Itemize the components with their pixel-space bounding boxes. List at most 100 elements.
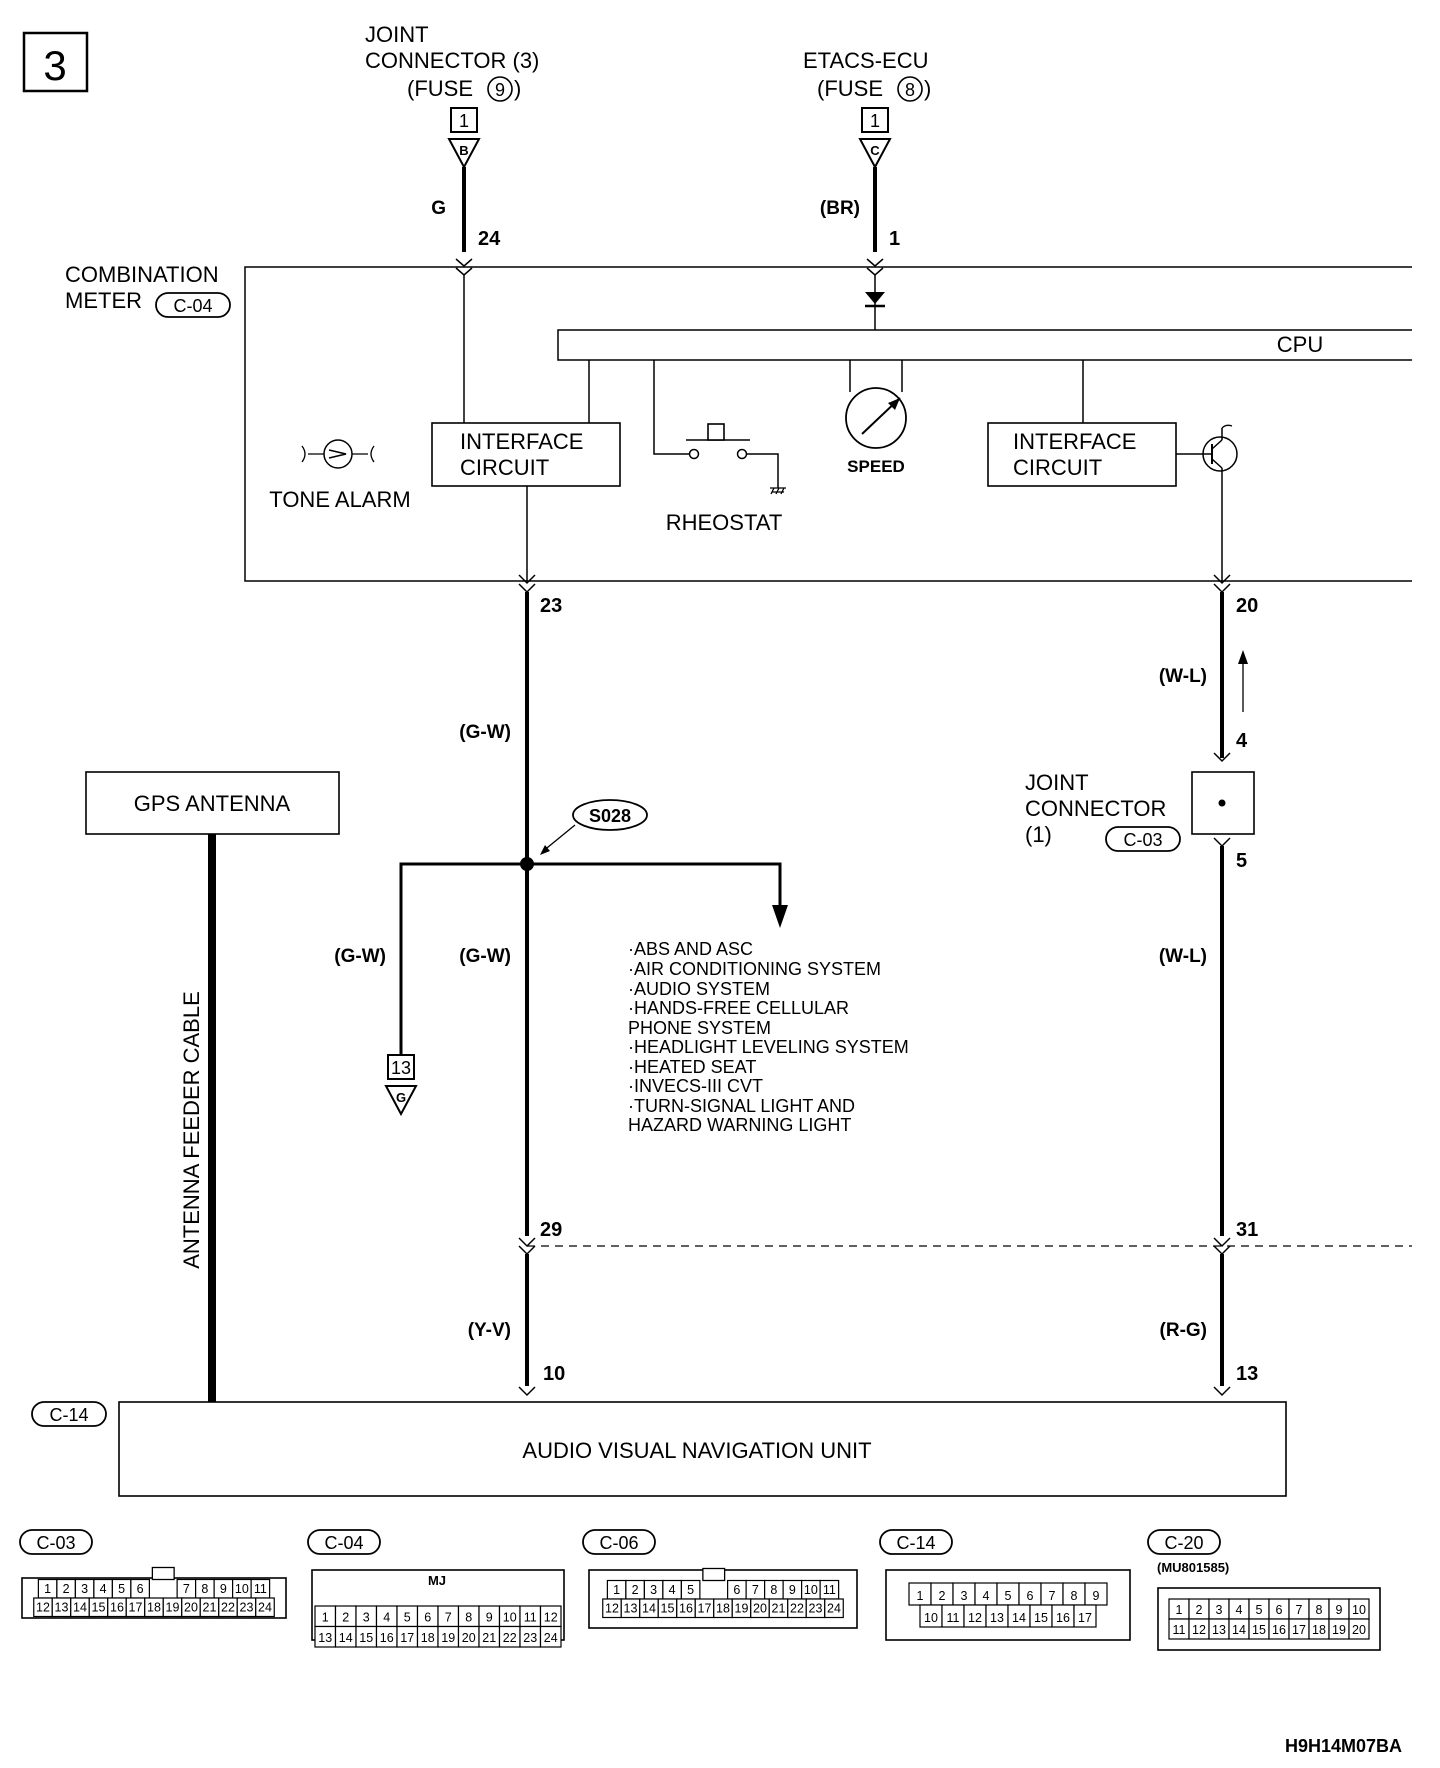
connector-pin-number: 5 xyxy=(404,1611,411,1625)
connector-pin-number: 21 xyxy=(203,1601,217,1615)
gps-antenna: GPS ANTENNA ANTENNA FEEDER CABLE xyxy=(85,771,340,1402)
connector-pin-number: 4 xyxy=(669,1583,676,1597)
connector-pin-number: 22 xyxy=(503,1631,517,1645)
right-wire3: (R-G) xyxy=(1160,1320,1207,1341)
signal-direction-arrow-icon xyxy=(1238,650,1248,664)
connector-pin-number: 17 xyxy=(1078,1611,1092,1625)
connector-pin-number: 17 xyxy=(1292,1623,1306,1637)
system-item: ·HEADLIGHT LEVELING SYSTEM xyxy=(628,1037,909,1057)
connector-pin-number: 11 xyxy=(254,1582,267,1596)
rheostat-label: RHEOSTAT xyxy=(666,510,783,535)
connector-pin-number: 21 xyxy=(772,1602,786,1616)
connector-pin-number: 15 xyxy=(1034,1611,1048,1625)
right-pin-joint-in: 4 xyxy=(1236,730,1248,752)
left-pin-meter: 23 xyxy=(540,595,562,617)
page-number: 3 xyxy=(43,42,66,89)
connector-pin-number: 9 xyxy=(486,1611,493,1625)
system-item: ·AUDIO SYSTEM xyxy=(628,979,770,999)
connector-pin-number: 23 xyxy=(523,1631,537,1645)
right-pin-unit: 13 xyxy=(1236,1363,1258,1385)
connector-pin-number: 24 xyxy=(258,1601,272,1615)
splice-label-oval xyxy=(572,799,648,831)
connector-pin-number: 12 xyxy=(36,1601,50,1615)
connector-pin-number: 1 xyxy=(44,1582,51,1596)
connector-pin-number: 6 xyxy=(424,1611,431,1625)
figure-code: H9H14M07BA xyxy=(1285,1736,1402,1756)
connector-pin-number: 15 xyxy=(661,1602,675,1616)
connector-pin-number: 22 xyxy=(221,1601,235,1615)
connector-pin-number: 8 xyxy=(770,1583,777,1597)
connector-pin-number: 15 xyxy=(1252,1623,1266,1637)
gps-antenna-label: GPS ANTENNA xyxy=(134,791,291,816)
joint1-line1: JOINT xyxy=(1025,770,1089,795)
connector-pin-number: 4 xyxy=(383,1611,390,1625)
interface-right-line2: CIRCUIT xyxy=(1013,455,1102,480)
system-item: HAZARD WARNING LIGHT xyxy=(628,1115,851,1135)
system-item: PHONE SYSTEM xyxy=(628,1018,771,1038)
connector-pin-number: 23 xyxy=(809,1602,823,1616)
connector-pin-number: 2 xyxy=(632,1583,639,1597)
interface-left-line2: CIRCUIT xyxy=(460,455,549,480)
joint1-connector: C-03 xyxy=(1123,830,1162,850)
connector-pin-number: 3 xyxy=(1216,1603,1223,1617)
connector-pin-number: 20 xyxy=(753,1602,767,1616)
ground-icon xyxy=(770,487,786,495)
etacs-ecu-source: ETACS-ECU (FUSE 8 ) 1 C (BR) 1 xyxy=(803,48,931,250)
connector-pin-number: 15 xyxy=(359,1631,373,1645)
connector-pin-number: 19 xyxy=(735,1602,749,1616)
tone-alarm-icon xyxy=(323,439,353,469)
right-wire1: (W-L) xyxy=(1159,666,1207,687)
etacs-letter: C xyxy=(870,143,880,158)
connector-pin-number: 12 xyxy=(968,1611,982,1625)
connector-pin-number: 15 xyxy=(92,1601,106,1615)
connector-pin-number: 9 xyxy=(789,1583,796,1597)
connector-pin-number: 12 xyxy=(605,1602,619,1616)
connector-pin-number: 3 xyxy=(961,1589,968,1603)
joint1-line3: (1) xyxy=(1025,822,1052,847)
connector-pin-number: 6 xyxy=(1027,1589,1034,1603)
combination-meter-connector: C-04 xyxy=(173,296,212,316)
connector-arrow-icon xyxy=(858,138,892,170)
connector-pin-number: 19 xyxy=(166,1601,180,1615)
connector-pin-number: 8 xyxy=(465,1611,472,1625)
connector-pin-number: 11 xyxy=(823,1583,836,1597)
tone-alarm-label: TONE ALARM xyxy=(269,487,410,512)
connector-pin-number: 6 xyxy=(137,1582,144,1596)
right-pin-junction: 31 xyxy=(1236,1219,1258,1241)
connector-pin-number: 7 xyxy=(1049,1589,1056,1603)
connector-pin-number: 20 xyxy=(1352,1623,1366,1637)
left-circuit: 23 (G-W) S028 (G-W) (G-W) 13 G 29 (Y-V) … xyxy=(334,574,788,1397)
connector-pin-number: 12 xyxy=(544,1611,558,1625)
connector-pin-number: 6 xyxy=(733,1583,740,1597)
joint3-fuse-num: 9 xyxy=(495,80,505,100)
connector-arrow-icon xyxy=(447,138,481,170)
connector-pin-number: 20 xyxy=(462,1631,476,1645)
connector-view-label: C-20 xyxy=(1164,1533,1203,1553)
connector-pin-number: 19 xyxy=(1332,1623,1346,1637)
connector-pin-number: 9 xyxy=(220,1582,227,1596)
connector-pin-number: 16 xyxy=(110,1601,124,1615)
joint3-line2: CONNECTOR (3) xyxy=(365,48,539,73)
connector-pin-number: 2 xyxy=(342,1611,349,1625)
page-number-box xyxy=(22,31,89,93)
fuse-circle-icon xyxy=(897,76,923,102)
joint3-pin: 24 xyxy=(478,228,501,250)
connector-pin-number: 4 xyxy=(983,1589,990,1603)
connector-pin-number: 3 xyxy=(81,1582,88,1596)
connector-pin-number: 22 xyxy=(790,1602,804,1616)
connector-pin-number: 9 xyxy=(1336,1603,1343,1617)
connector-pin-number: 21 xyxy=(482,1631,496,1645)
connector-pin-number: 17 xyxy=(400,1631,414,1645)
connector-pin-number: 7 xyxy=(183,1582,190,1596)
etacs-fuse-prefix: (FUSE xyxy=(817,76,883,101)
connector-pin-number: 6 xyxy=(1276,1603,1283,1617)
ground-box-num: 13 xyxy=(391,1058,411,1078)
left-pin-unit: 10 xyxy=(543,1363,565,1385)
connector-pin-number: 20 xyxy=(184,1601,198,1615)
connector-pin-number: 1 xyxy=(917,1589,924,1603)
splice-label: S028 xyxy=(589,806,631,826)
connector-pin-number: 3 xyxy=(650,1583,657,1597)
